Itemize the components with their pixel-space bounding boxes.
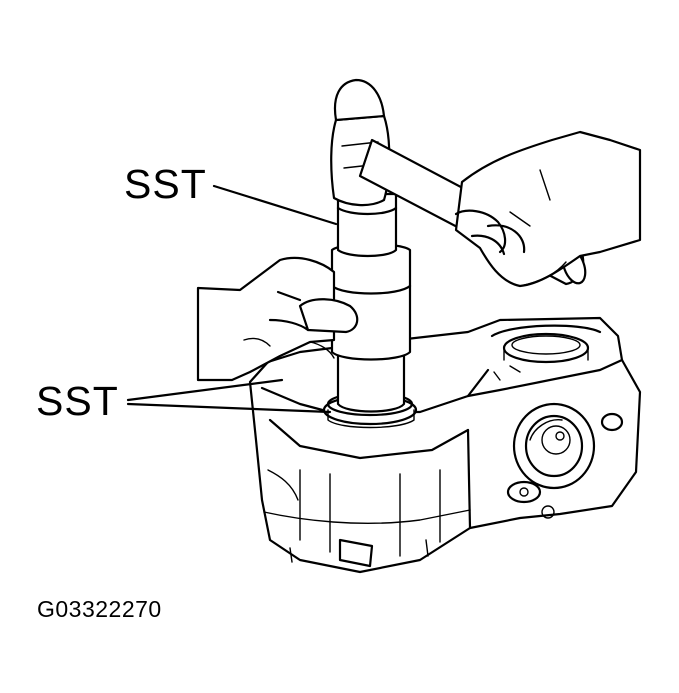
callout-leaders — [126, 184, 338, 414]
figure-code: G03322270 — [37, 596, 162, 622]
leader-line-bottom-upper — [126, 378, 284, 402]
leader-line-top — [212, 184, 338, 226]
sst-callout-label-bottom: SST — [36, 378, 119, 424]
right-hand — [454, 130, 642, 288]
sst-callout-label-top: SST — [124, 161, 207, 207]
left-hand — [196, 256, 359, 382]
leader-line-bottom-lower — [126, 402, 332, 414]
case-opening — [490, 324, 602, 381]
side-bearing-housing — [506, 402, 624, 519]
